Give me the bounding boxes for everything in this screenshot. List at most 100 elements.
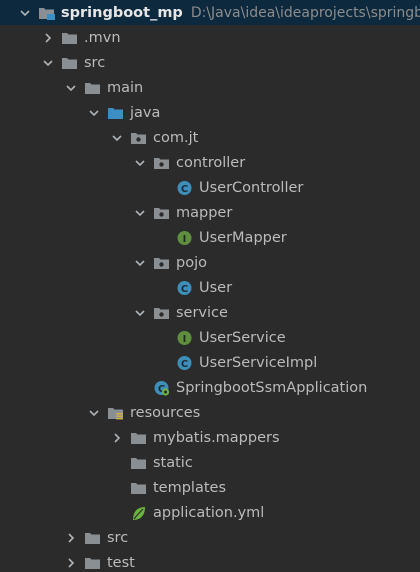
- chevron-down-icon[interactable]: [18, 6, 32, 20]
- tree-item-label: controller: [176, 154, 246, 171]
- resources-folder-icon: [107, 405, 124, 421]
- tree-row-main[interactable]: main: [0, 75, 420, 100]
- folder-icon: [130, 455, 147, 471]
- tree-row-src[interactable]: src: [0, 525, 420, 550]
- tree-spacer: [110, 481, 124, 495]
- tree-spacer: [156, 281, 170, 295]
- tree-spacer: [156, 231, 170, 245]
- tree-item-label: .mvn: [84, 29, 121, 46]
- class-icon: C: [176, 180, 193, 196]
- tree-row-static[interactable]: static: [0, 450, 420, 475]
- class-icon: C: [176, 280, 193, 296]
- package-icon: [130, 130, 147, 146]
- project-path: D:\Java\idea\ideaprojects\springboot_mp: [190, 4, 420, 21]
- tree-item-label: mybatis.mappers: [153, 429, 280, 446]
- tree-row-application-yml[interactable]: application.yml: [0, 500, 420, 525]
- tree-row-userserviceimpl[interactable]: C UserServiceImpl: [0, 350, 420, 375]
- source-folder-icon: [107, 105, 124, 121]
- svg-text:C: C: [181, 184, 188, 195]
- tree-item-label: mapper: [176, 204, 233, 221]
- package-icon: [153, 155, 170, 171]
- tree-spacer: [156, 181, 170, 195]
- tree-row-mapper[interactable]: mapper: [0, 200, 420, 225]
- chevron-down-icon[interactable]: [133, 156, 147, 170]
- tree-row-src[interactable]: src: [0, 50, 420, 75]
- spring-yaml-icon: [130, 505, 147, 521]
- spring-boot-class-icon: C: [153, 380, 170, 396]
- folder-icon: [130, 430, 147, 446]
- tree-spacer: [110, 506, 124, 520]
- folder-icon: [84, 80, 101, 96]
- tree-row-mybatis-mappers[interactable]: mybatis.mappers: [0, 425, 420, 450]
- chevron-right-icon[interactable]: [64, 531, 78, 545]
- folder-icon: [130, 480, 147, 496]
- chevron-right-icon[interactable]: [41, 31, 55, 45]
- chevron-down-icon[interactable]: [87, 106, 101, 120]
- tree-row-test[interactable]: test: [0, 550, 420, 572]
- tree-item-label: static: [153, 454, 193, 471]
- tree-item-label: User: [199, 279, 233, 296]
- package-icon: [153, 305, 170, 321]
- tree-row-java[interactable]: java: [0, 100, 420, 125]
- tree-row-springboot-mp[interactable]: springboot_mp D:\Java\idea\ideaprojects\s…: [0, 0, 420, 25]
- svg-text:C: C: [181, 284, 188, 295]
- tree-item-label: SpringbootSsmApplication: [176, 379, 368, 396]
- chevron-down-icon[interactable]: [133, 306, 147, 320]
- svg-text:I: I: [183, 234, 187, 245]
- chevron-right-icon[interactable]: [64, 556, 78, 570]
- chevron-down-icon[interactable]: [87, 406, 101, 420]
- tree-item-label: application.yml: [153, 504, 265, 521]
- tree-item-label: pojo: [176, 254, 207, 271]
- tree-spacer: [133, 381, 147, 395]
- tree-item-label: main: [107, 79, 144, 96]
- tree-item-label: src: [107, 529, 129, 546]
- tree-row-usercontroller[interactable]: C UserController: [0, 175, 420, 200]
- chevron-down-icon[interactable]: [133, 256, 147, 270]
- tree-item-label: templates: [153, 479, 227, 496]
- tree-row-springbootssmapplication[interactable]: C SpringbootSsmApplication: [0, 375, 420, 400]
- tree-row-templates[interactable]: templates: [0, 475, 420, 500]
- tree-item-label: src: [84, 54, 106, 71]
- tree-item-label: springboot_mp: [61, 4, 183, 21]
- tree-item-label: java: [130, 104, 161, 121]
- folder-icon: [84, 555, 101, 571]
- tree-row--mvn[interactable]: .mvn: [0, 25, 420, 50]
- interface-icon: I: [176, 330, 193, 346]
- tree-row-pojo[interactable]: pojo: [0, 250, 420, 275]
- folder-icon: [84, 530, 101, 546]
- svg-text:I: I: [183, 334, 187, 345]
- tree-row-controller[interactable]: controller: [0, 150, 420, 175]
- tree-item-label: resources: [130, 404, 201, 421]
- chevron-down-icon[interactable]: [110, 131, 124, 145]
- tree-row-user[interactable]: C User: [0, 275, 420, 300]
- svg-text:C: C: [158, 384, 165, 395]
- chevron-down-icon[interactable]: [64, 81, 78, 95]
- tree-row-resources[interactable]: resources: [0, 400, 420, 425]
- tree-item-label: com.jt: [153, 129, 199, 146]
- package-icon: [153, 205, 170, 221]
- class-icon: C: [176, 355, 193, 371]
- svg-text:C: C: [181, 359, 188, 370]
- chevron-right-icon[interactable]: [110, 431, 124, 445]
- module-folder-icon: [38, 5, 55, 21]
- tree-row-com-jt[interactable]: com.jt: [0, 125, 420, 150]
- tree-item-label: UserService: [199, 329, 286, 346]
- tree-spacer: [156, 356, 170, 370]
- tree-row-usermapper[interactable]: I UserMapper: [0, 225, 420, 250]
- package-icon: [153, 255, 170, 271]
- chevron-down-icon[interactable]: [133, 206, 147, 220]
- interface-icon: I: [176, 230, 193, 246]
- tree-item-label: UserServiceImpl: [199, 354, 318, 371]
- tree-item-label: service: [176, 304, 228, 321]
- folder-icon: [61, 55, 78, 71]
- tree-item-label: UserMapper: [199, 229, 287, 246]
- chevron-down-icon[interactable]: [41, 56, 55, 70]
- tree-item-label: UserController: [199, 179, 304, 196]
- tree-row-service[interactable]: service: [0, 300, 420, 325]
- tree-row-userservice[interactable]: I UserService: [0, 325, 420, 350]
- tree-spacer: [110, 456, 124, 470]
- folder-icon: [61, 30, 78, 46]
- tree-item-label: test: [107, 554, 135, 571]
- tree-spacer: [156, 331, 170, 345]
